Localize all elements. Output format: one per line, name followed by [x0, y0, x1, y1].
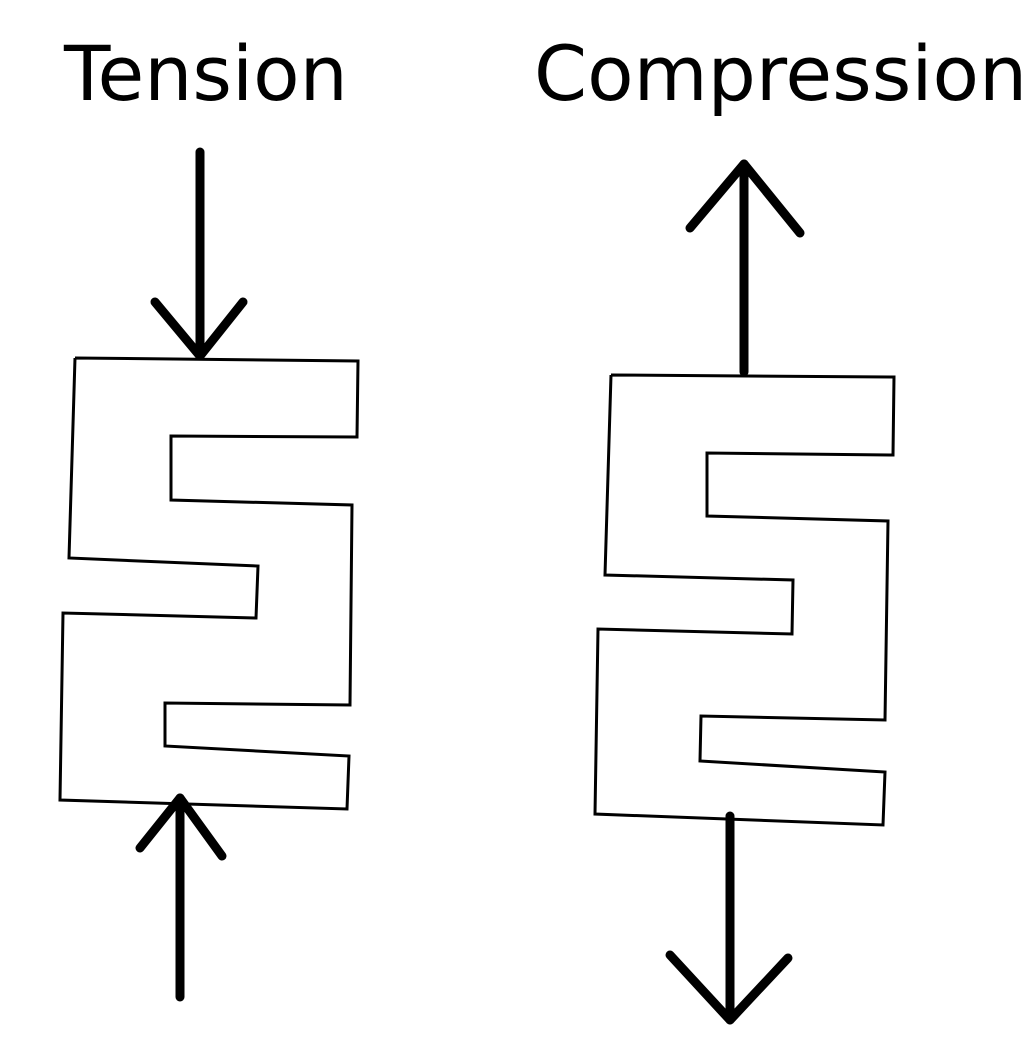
tension-label: Tension	[64, 29, 348, 118]
right-block	[593, 373, 896, 827]
right-zigzag-block-outline	[593, 373, 896, 827]
right-top-arrow-head	[685, 159, 805, 238]
left-top-arrow-head	[150, 297, 248, 361]
right-bottom-arrow	[665, 811, 793, 1025]
left-block	[58, 356, 360, 811]
right-bottom-arrow-head	[665, 950, 793, 1025]
compression-label: Compression	[534, 29, 1024, 118]
left-bottom-arrow-head	[135, 793, 227, 861]
left-zigzag-block-outline	[58, 356, 360, 811]
left-top-arrow	[150, 147, 248, 361]
left-bottom-arrow	[135, 793, 227, 1002]
right-top-arrow	[685, 159, 805, 377]
